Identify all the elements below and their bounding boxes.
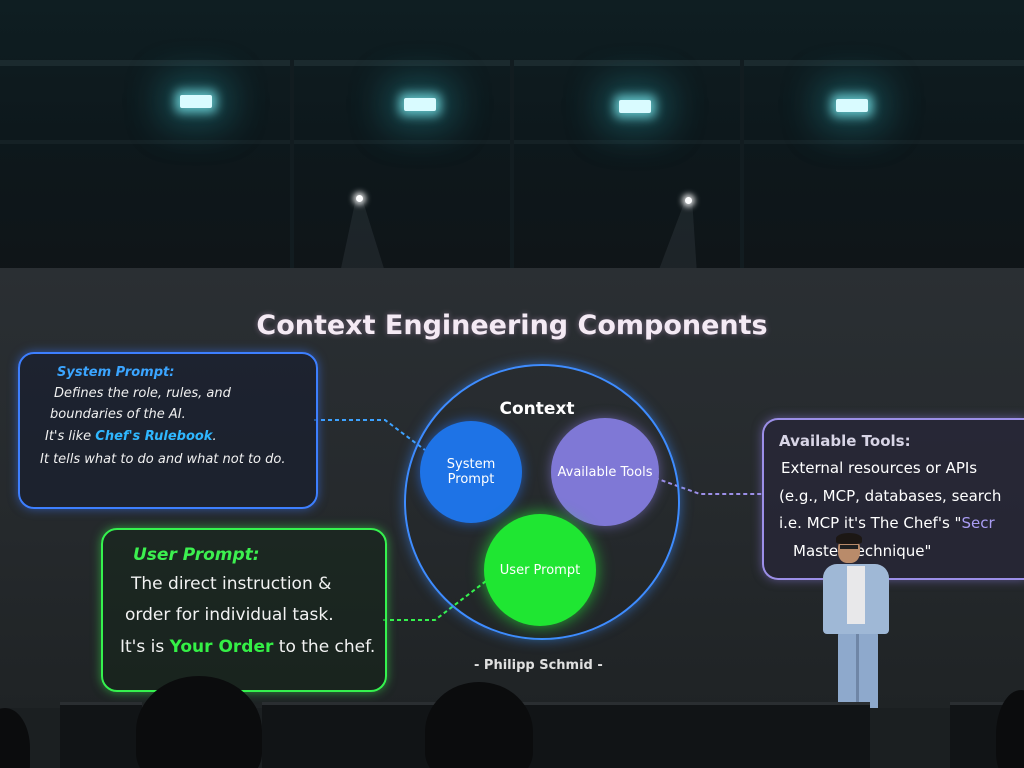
stage-light — [836, 99, 868, 112]
speaker-glasses — [840, 545, 858, 549]
available-tools-circle-label: Available Tools — [557, 464, 653, 480]
rig-beam — [290, 60, 294, 300]
spotlight — [685, 197, 692, 204]
slide-credit: - Philipp Schmid - — [474, 658, 603, 673]
system-prompt-text: . — [212, 429, 217, 444]
system-prompt-line: Defines the role, rules, and — [54, 386, 231, 401]
available-tools-line: (e.g., MCP, databases, search — [779, 487, 1002, 505]
available-tools-text: i.e. MCP it's The Chef's " — [779, 514, 962, 532]
user-prompt-circle-label: User Prompt — [499, 562, 581, 578]
available-tools-box — [762, 418, 1024, 580]
user-prompt-text: It's is — [120, 637, 170, 657]
spotlight — [356, 195, 363, 202]
speaker-legs-gap — [856, 632, 859, 724]
chefs-rulebook-highlight: Chef's Rulebook — [95, 429, 213, 444]
rig-beam — [740, 60, 744, 300]
speaker-hair — [836, 533, 862, 544]
system-connector — [314, 419, 426, 451]
system-prompt-line: boundaries of the AI. — [50, 407, 186, 422]
speaker-shirt — [847, 566, 865, 624]
system-prompt-line: It's like Chef's Rulebook. — [45, 429, 217, 444]
available-tools-line: External resources or APIs — [781, 459, 978, 477]
slide-title: Context Engineering Components — [256, 310, 768, 341]
context-label: Context — [499, 399, 575, 419]
system-prompt-circle: System Prompt — [420, 421, 522, 523]
user-prompt-line: It's is Your Order to the chef. — [120, 637, 375, 657]
user-prompt-text: to the chef. — [273, 637, 376, 657]
system-prompt-heading: System Prompt: — [57, 365, 175, 380]
stage-light — [404, 98, 436, 111]
stage-speaker — [60, 702, 142, 768]
system-prompt-box — [18, 352, 318, 509]
system-prompt-text: It's like — [45, 429, 96, 444]
available-tools-circle: Available Tools — [551, 418, 659, 526]
system-prompt-circle-line2: Prompt — [447, 472, 495, 487]
secret-highlight: Secr — [961, 514, 995, 532]
user-prompt-line: order for individual task. — [125, 605, 334, 625]
rig-beam — [510, 60, 514, 300]
available-tools-heading: Available Tools: — [779, 432, 911, 450]
your-order-highlight: Your Order — [169, 637, 274, 657]
context-circle — [404, 364, 680, 640]
audience-head — [425, 682, 533, 768]
audience-head — [136, 676, 262, 768]
available-tools-line: i.e. MCP it's The Chef's "Secr — [779, 514, 995, 532]
available-tools-line: Master Technique" — [793, 542, 932, 560]
user-prompt-heading: User Prompt: — [133, 545, 260, 565]
stage-light — [619, 100, 651, 113]
stage-monitor — [672, 702, 870, 768]
user-prompt-circle: User Prompt — [484, 514, 596, 626]
user-prompt-line: The direct instruction & — [131, 574, 332, 594]
stage-light — [180, 95, 212, 108]
system-prompt-line: It tells what to do and what not to do. — [40, 452, 286, 467]
system-prompt-circle-line1: System — [446, 457, 496, 472]
user-prompt-box — [101, 528, 387, 692]
